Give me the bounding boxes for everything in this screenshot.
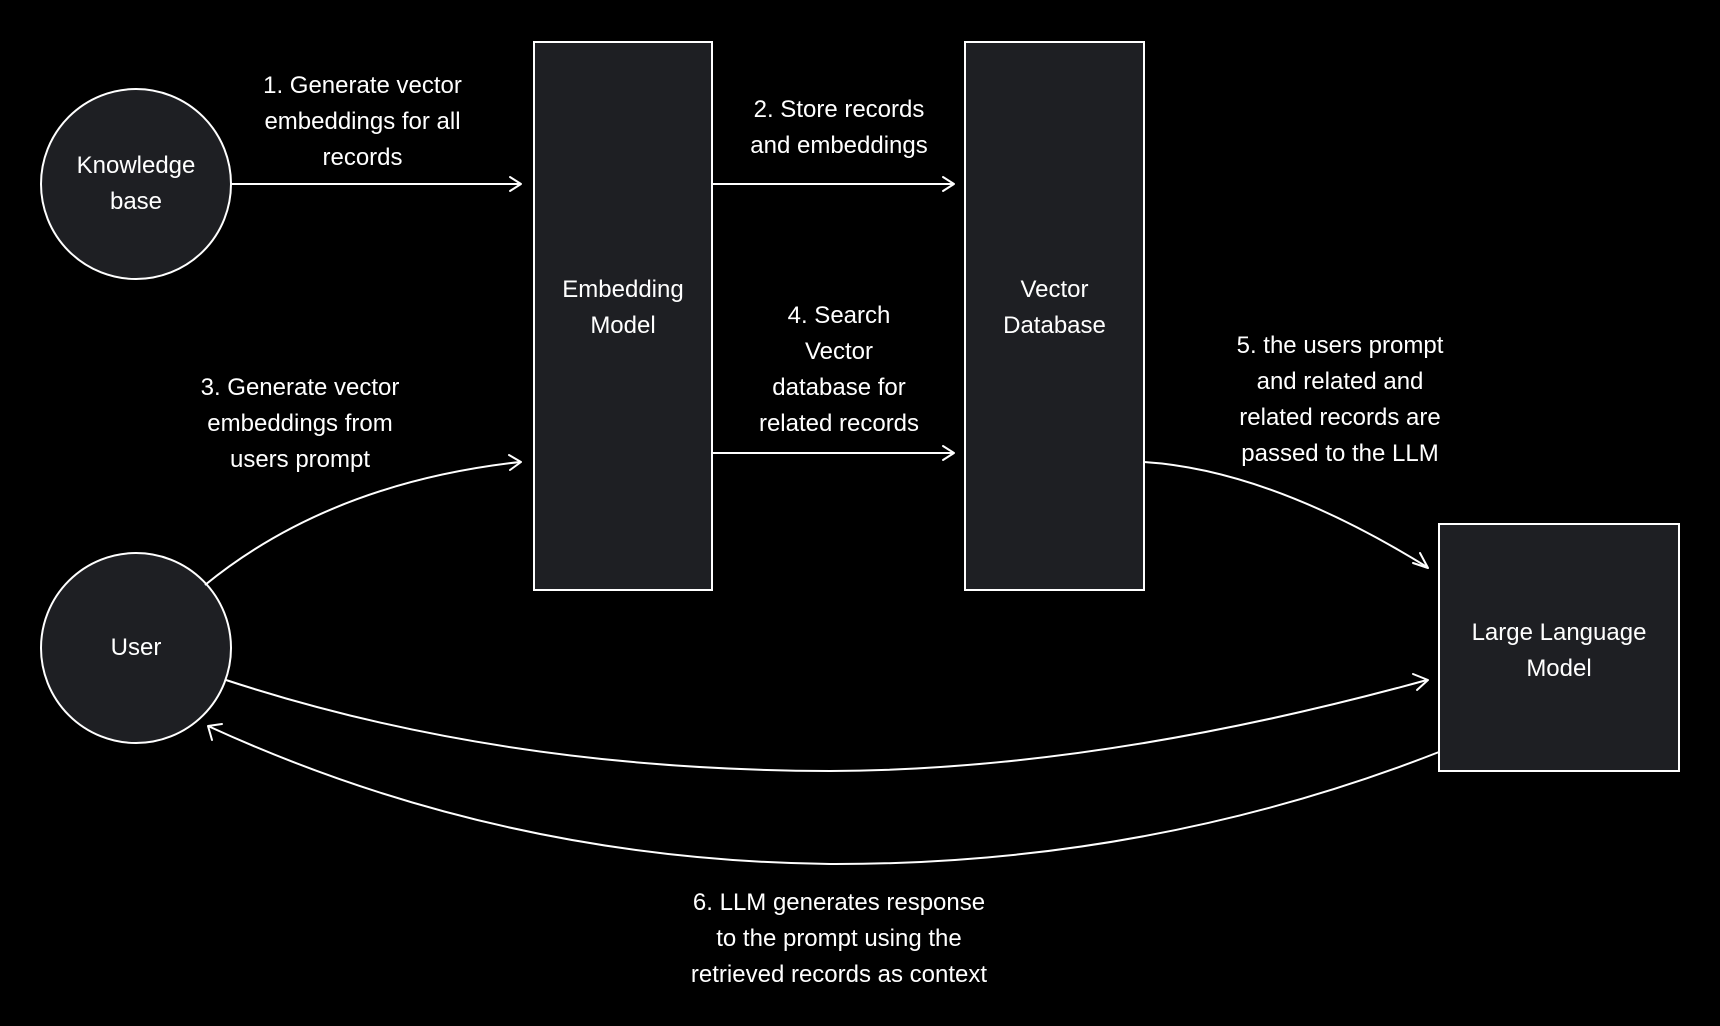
llm-label: Large Language Model <box>1471 619 1647 682</box>
edge-embedding-to-vector-store <box>712 176 955 192</box>
step-1-label: 1. Generate vector embeddings for all re… <box>263 72 462 171</box>
step-2-label: 2. Store records and embeddings <box>750 96 928 159</box>
vector-database-label: Vector Database <box>1003 276 1106 339</box>
step-6-label: 6. LLM generates response to the prompt … <box>690 889 988 988</box>
user-label: User <box>110 634 162 661</box>
edge-embedding-to-vector-search <box>712 445 955 461</box>
knowledge-base-label: Knowledge base <box>76 152 196 215</box>
edge-knowledge-to-embedding <box>231 176 522 192</box>
edge-vector-to-llm <box>1143 461 1429 569</box>
embedding-model-label: Embedding Model <box>562 276 684 339</box>
vector-database-node <box>964 41 1145 591</box>
edge-user-to-embedding <box>204 454 522 586</box>
edge-llm-to-user <box>207 723 1440 866</box>
user-node <box>40 552 232 744</box>
step-4-label: 4. Search Vector database for related re… <box>758 302 920 437</box>
embedding-model-node <box>533 41 713 591</box>
step-5-label: 5. the users prompt and related and rela… <box>1236 332 1444 467</box>
edge-user-to-llm <box>225 673 1429 773</box>
llm-node <box>1438 523 1680 772</box>
step-3-label: 3. Generate vector embeddings from users… <box>200 374 400 473</box>
